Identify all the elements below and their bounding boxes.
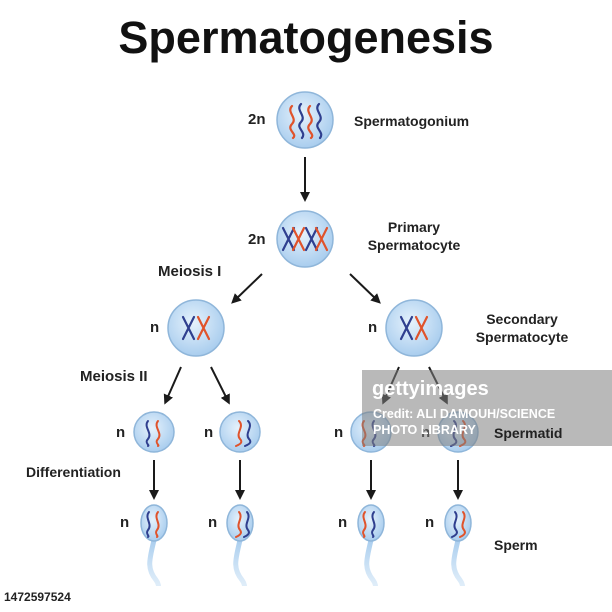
ploidy-spermatid-2: n — [204, 424, 214, 441]
ploidy-sperm-2: n — [208, 514, 218, 531]
label-secondary-line2: Spermatocyte — [475, 329, 569, 345]
chromosome — [289, 104, 296, 140]
cell-primary-spermatocyte — [276, 210, 334, 268]
label-meiosis-1: Meiosis I — [158, 263, 222, 280]
chromosome — [298, 102, 305, 140]
label-sperm: Sperm — [494, 537, 538, 553]
diagram-title: Spermatogenesis — [118, 12, 494, 63]
label-spermatid: Spermatid — [494, 425, 563, 441]
cell-spermatogonium — [276, 91, 334, 149]
label-secondary-line1: Secondary — [486, 311, 558, 327]
ploidy-secondary-left: n — [150, 319, 160, 336]
ploidy-sperm-3: n — [338, 514, 348, 531]
sperm-2 — [226, 504, 254, 599]
arrow-meiosis1-left — [231, 273, 263, 304]
label-differentiation: Differentiation — [26, 464, 121, 480]
chromosome — [316, 102, 323, 140]
watermark-overlay — [362, 370, 612, 446]
sperm-1 — [140, 504, 168, 599]
cell-spermatid-2 — [219, 411, 261, 453]
label-meiosis-2: Meiosis II — [80, 368, 148, 385]
cell-secondary-spermatocyte-right — [385, 299, 443, 357]
watermark-credit: Credit: ALI DAMOUH/SCIENCE PHOTO LIBRARY — [373, 406, 555, 438]
arrow-meiosis2-lr — [210, 366, 230, 405]
chromosome — [307, 104, 314, 140]
cell-spermatid-1 — [133, 411, 175, 453]
ploidy-sperm-1: n — [120, 514, 130, 531]
cell-secondary-spermatocyte-left — [167, 299, 225, 357]
sperm-4 — [444, 504, 472, 599]
watermark-logo: gettyimages — [372, 378, 489, 400]
ploidy-spermatogonium: 2n — [248, 111, 266, 128]
ploidy-spermatid-3: n — [334, 424, 344, 441]
ploidy-spermatid-1: n — [116, 424, 126, 441]
watermark-credit-line2: PHOTO LIBRARY — [373, 423, 476, 437]
sperm-3 — [357, 504, 385, 599]
arrow-meiosis2-ll — [163, 366, 182, 405]
footer-bar — [0, 586, 612, 612]
arrow-meiosis1-right — [349, 273, 381, 304]
ploidy-secondary-right: n — [368, 319, 378, 336]
watermark-credit-line1: Credit: ALI DAMOUH/SCIENCE — [373, 407, 556, 421]
label-primary-line2: Spermatocyte — [367, 237, 461, 253]
label-primary-line1: Primary — [387, 219, 441, 235]
ploidy-sperm-4: n — [425, 514, 435, 531]
ploidy-primary: 2n — [248, 231, 266, 248]
label-spermatogonium: Spermatogonium — [354, 113, 470, 129]
image-id: 1472597524 — [4, 590, 71, 604]
